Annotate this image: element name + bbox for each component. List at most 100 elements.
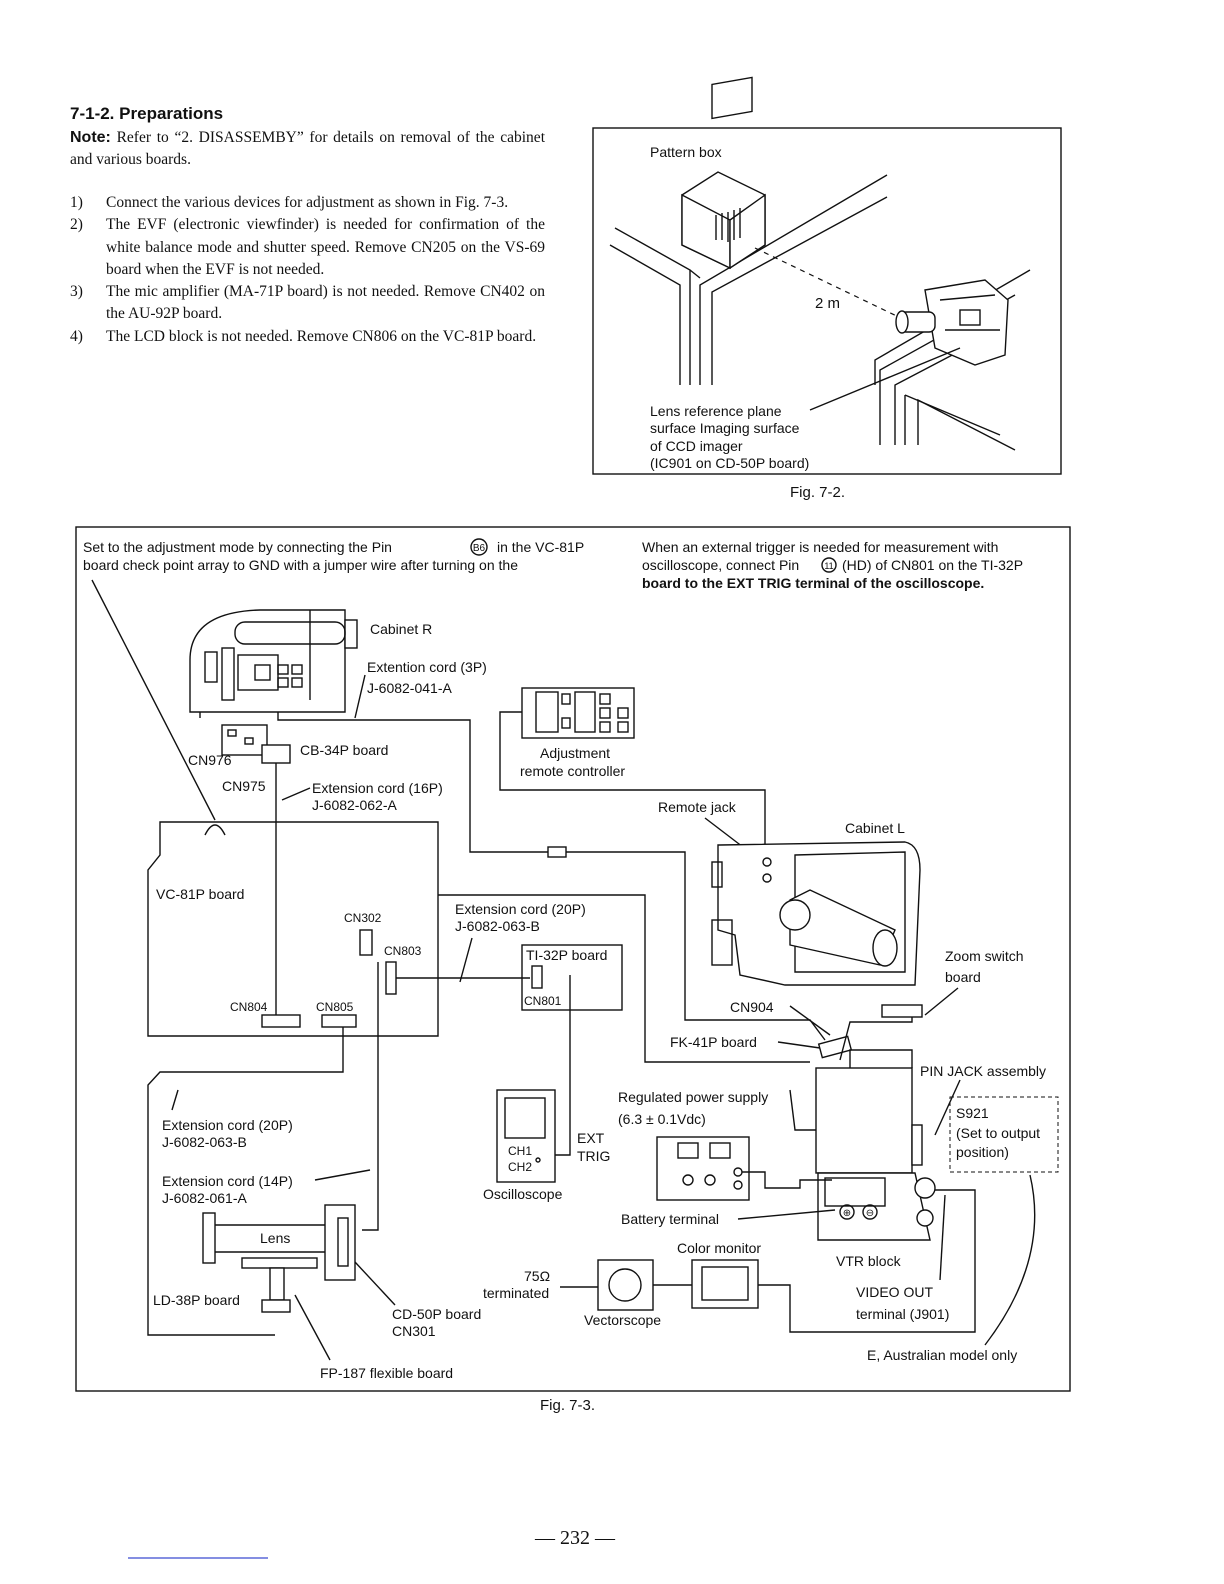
wire-fk41p xyxy=(566,851,826,1041)
ext-cord-20p-top-part: J-6082-063-B xyxy=(455,918,540,934)
intro-left-line2: board check point array to GND with a ju… xyxy=(83,557,518,573)
cabinet-r-label: Cabinet R xyxy=(370,621,432,637)
section-heading: 7-1-2. Preparations xyxy=(70,104,223,124)
ch1-label: CH1 xyxy=(508,1144,532,1158)
ext-cord-3p-leader xyxy=(354,674,366,719)
zoom-switch-label1: Zoom switch xyxy=(945,948,1024,964)
wire-remote xyxy=(499,711,766,855)
ext-cord-3p-label: Extention cord (3P) xyxy=(367,659,487,675)
fig-7-2-caption: Fig. 7-2. xyxy=(790,484,845,501)
ext-cord-3p-part: J-6082-041-A xyxy=(367,680,452,696)
cn805-label: CN805 xyxy=(316,1000,354,1014)
e-australian-leader xyxy=(984,1174,1036,1346)
video-out-label2: terminal (J901) xyxy=(856,1306,949,1322)
wire-power xyxy=(742,1171,832,1189)
ti32p-board-icon xyxy=(521,944,623,1011)
reg-power-label2: (6.3 ± 0.1Vdc) xyxy=(618,1111,706,1127)
ext-cord-14p-leader xyxy=(314,1169,371,1181)
list-item: 2)The EVF (electronic viewfinder) is nee… xyxy=(70,216,545,278)
wire-14p xyxy=(362,962,379,1231)
cn904-label: CN904 xyxy=(730,999,774,1015)
ti32p-label: TI-32P board xyxy=(526,947,607,963)
intro-right-line2b: (HD) of CN801 on the TI-32P xyxy=(842,557,1023,573)
ext-cord-20p-top-leader xyxy=(459,937,473,983)
battery-terminal-label: Battery terminal xyxy=(621,1211,719,1227)
remote-jack-label: Remote jack xyxy=(658,799,737,815)
fk41p-leader xyxy=(777,1041,821,1049)
pin-b6-circle xyxy=(470,538,488,556)
lens-ref-line4: (IC901 on CD-50P board) xyxy=(650,455,809,471)
cn975-label: CN975 xyxy=(222,778,266,794)
fk41p-board-icon xyxy=(817,1004,923,1061)
fk41p-label: FK-41P board xyxy=(670,1034,757,1050)
ext-cord-20p-bot-part: J-6082-063-B xyxy=(162,1134,247,1150)
adj-remote-label2: remote controller xyxy=(520,763,625,779)
reg-power-leader xyxy=(789,1089,816,1131)
power-supply-icon xyxy=(656,1136,750,1201)
cabinet-r-icon xyxy=(189,609,358,718)
lens-label: Lens xyxy=(260,1230,290,1246)
list-item: 4)The LCD block is not needed. Remove CN… xyxy=(70,327,537,345)
pin-jack-label: PIN JACK assembly xyxy=(920,1063,1046,1079)
cn302-connector xyxy=(359,929,373,956)
pin-b6-label: B6 xyxy=(473,543,486,554)
fig-7-3-frame xyxy=(75,526,1071,1392)
ext-cord-14p-label: Extension cord (14P) xyxy=(162,1173,293,1189)
connector-3p xyxy=(547,846,567,858)
vtr-block-icon: ⊕ ⊖ xyxy=(815,1049,936,1241)
fp187-label: FP-187 flexible board xyxy=(320,1365,453,1381)
vc81p-label: VC-81P board xyxy=(156,886,244,902)
cn801-connector xyxy=(531,965,543,989)
list-item: 3)The mic amplifier (MA-71P board) is no… xyxy=(70,283,545,323)
intro-left-line1a: Set to the adjustment mode by connecting… xyxy=(83,539,392,555)
cn805-connector xyxy=(321,1014,357,1028)
zoom-switch-leader xyxy=(924,987,959,1016)
cn302-label: CN302 xyxy=(344,911,382,925)
ext-trig-label2: TRIG xyxy=(577,1148,610,1164)
battery-terminal-leader xyxy=(737,1209,836,1220)
cb34p-board-icon xyxy=(221,724,291,764)
s921-label1: S921 xyxy=(956,1105,989,1121)
svg-text:⊕: ⊕ xyxy=(843,1208,851,1219)
cn904-leader xyxy=(789,1005,831,1036)
note-text: Refer to “2. DISASSEMBY” for details on … xyxy=(70,129,545,168)
page-number: — 232 — xyxy=(534,1527,616,1549)
pin-11-circle xyxy=(821,557,837,573)
cn976-label: CN976 xyxy=(188,752,232,768)
oscilloscope-icon xyxy=(496,1089,556,1183)
lens-ref-line1: Lens reference plane xyxy=(650,403,782,419)
ch2-label: CH2 xyxy=(508,1160,532,1174)
wire-20p-bottom xyxy=(147,1027,344,1336)
jumper-wire-loop xyxy=(204,824,226,836)
ld38p-label: LD-38P board xyxy=(153,1292,240,1308)
cn804-label: CN804 xyxy=(230,1000,268,1014)
reg-power-label1: Regulated power supply xyxy=(618,1089,768,1105)
fig-7-2: Pattern box 2 m xyxy=(592,76,1062,501)
section-title: Preparations xyxy=(119,104,224,123)
section-number: 7-1-2. xyxy=(70,104,115,123)
wire-3p xyxy=(277,712,548,853)
ext-cord-20p-top-label: Extension cord (20P) xyxy=(455,901,586,917)
cb34p-label: CB-34P board xyxy=(300,742,388,758)
distance-line xyxy=(754,247,906,321)
fig-7-3-caption: Fig. 7-3. xyxy=(540,1397,595,1414)
fig-7-2-frame xyxy=(592,127,1062,475)
s921-label2: (Set to output xyxy=(956,1125,1040,1141)
vtr-block-label: VTR block xyxy=(836,1253,902,1269)
ext-cord-20p-bot-label: Extension cord (20P) xyxy=(162,1117,293,1133)
intro-right-line1: When an external trigger is needed for m… xyxy=(642,539,998,555)
fp187-leader xyxy=(294,1294,331,1361)
cn803-connector xyxy=(385,961,397,995)
video-out-label1: VIDEO OUT xyxy=(856,1284,933,1300)
vc81p-board-icon xyxy=(147,821,439,1037)
cd50p-leader xyxy=(354,1261,396,1306)
intro-left-line1b: in the VC-81P xyxy=(497,539,584,555)
e-australian-label: E, Australian model only xyxy=(867,1347,1017,1363)
adj-remote-label1: Adjustment xyxy=(540,745,610,761)
vectorscope-icon xyxy=(597,1259,654,1311)
adjustment-remote-icon xyxy=(521,687,635,739)
cd50p-label1: CD-50P board xyxy=(392,1306,481,1322)
ext-cord-20p-bot-leader xyxy=(171,1089,179,1111)
oscilloscope-label: Oscilloscope xyxy=(483,1186,563,1202)
jumper-wire-line xyxy=(91,579,216,821)
